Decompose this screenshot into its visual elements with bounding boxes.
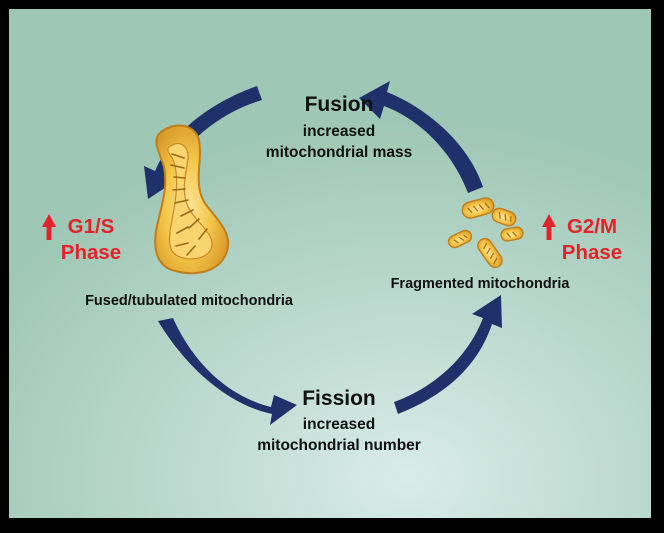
cycle-graphics bbox=[42, 81, 556, 425]
g1s-phase-line1: G1/S bbox=[67, 215, 115, 238]
fission-description-line2: mitochondrial number bbox=[257, 437, 421, 454]
arrow-fragmented-to-fusion bbox=[359, 81, 483, 193]
fission-description: increased mitochondrial number bbox=[219, 414, 459, 456]
g2m-phase-label: G2/M Phase bbox=[559, 214, 625, 266]
increase-arrow-icon bbox=[542, 214, 556, 240]
arrow-fusion-to-fused bbox=[144, 86, 262, 199]
fission-description-line1: increased bbox=[302, 416, 376, 433]
arrow-fused-to-fission bbox=[158, 318, 297, 425]
g1s-phase-label: G1/S Phase bbox=[59, 214, 123, 266]
fusion-description-line1: increased bbox=[302, 123, 376, 140]
g2m-phase-line2: Phase bbox=[561, 241, 623, 264]
fused-mitochondria-label: Fused/tubulated mitochondria bbox=[85, 293, 293, 309]
fused-mitochondrion-icon bbox=[154, 124, 230, 275]
arrow-fission-to-fragmented bbox=[394, 295, 502, 414]
fusion-description-line2: mitochondrial mass bbox=[265, 144, 413, 161]
fragmented-mitochondria-label: Fragmented mitochondria bbox=[390, 276, 570, 292]
fusion-description: increased mitochondrial mass bbox=[219, 121, 459, 163]
g1s-phase-line2: Phase bbox=[60, 241, 122, 264]
fusion-title: Fusion bbox=[304, 93, 374, 116]
g2m-phase-line1: G2/M bbox=[566, 215, 618, 238]
diagram-background: Fusion increased mitochondrial mass Fiss… bbox=[9, 9, 651, 518]
fission-title: Fission bbox=[302, 387, 376, 410]
increase-arrow-icon bbox=[42, 214, 56, 240]
fragmented-mitochondria-icon bbox=[447, 197, 524, 269]
